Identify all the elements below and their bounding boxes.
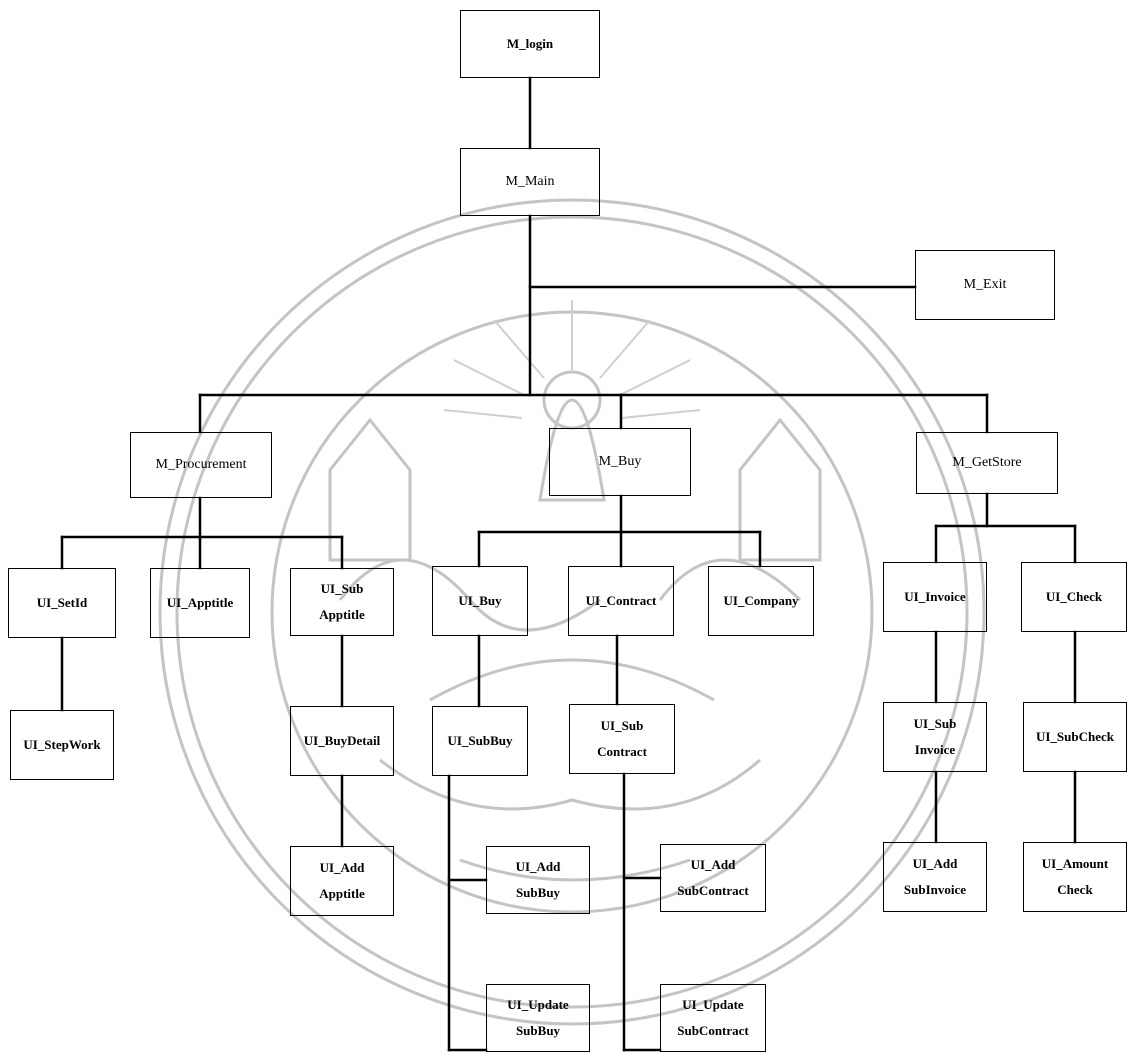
node-ui-amount-check[interactable]: UI_Amount Check [1023, 842, 1127, 912]
node-ui-buy[interactable]: UI_Buy [432, 566, 528, 636]
node-m-login[interactable]: M_login [460, 10, 600, 78]
node-ui-buydetail[interactable]: UI_BuyDetail [290, 706, 394, 776]
node-ui-sub-invoice[interactable]: UI_Sub Invoice [883, 702, 987, 772]
node-m-procurement[interactable]: M_Procurement [130, 432, 272, 498]
node-ui-subbuy[interactable]: UI_SubBuy [432, 706, 528, 776]
node-ui-update-subbuy[interactable]: UI_Update SubBuy [486, 984, 590, 1052]
node-ui-company[interactable]: UI_Company [708, 566, 814, 636]
node-m-exit[interactable]: M_Exit [915, 250, 1055, 320]
node-ui-update-subcontract[interactable]: UI_Update SubContract [660, 984, 766, 1052]
node-ui-contract[interactable]: UI_Contract [568, 566, 674, 636]
node-ui-sub-apptitle[interactable]: UI_Sub Apptitle [290, 568, 394, 636]
node-ui-stepwork[interactable]: UI_StepWork [10, 710, 114, 780]
node-ui-add-apptitle[interactable]: UI_Add Apptitle [290, 846, 394, 916]
node-ui-invoice[interactable]: UI_Invoice [883, 562, 987, 632]
node-m-buy[interactable]: M_Buy [549, 428, 691, 496]
node-m-getstore[interactable]: M_GetStore [916, 432, 1058, 494]
node-ui-add-subbuy[interactable]: UI_Add SubBuy [486, 846, 590, 914]
node-m-main[interactable]: M_Main [460, 148, 600, 216]
node-ui-subcheck[interactable]: UI_SubCheck [1023, 702, 1127, 772]
node-ui-add-subcontract[interactable]: UI_Add SubContract [660, 844, 766, 912]
node-ui-check[interactable]: UI_Check [1021, 562, 1127, 632]
node-ui-apptitle[interactable]: UI_Apptitle [150, 568, 250, 638]
node-ui-setid[interactable]: UI_SetId [8, 568, 116, 638]
node-ui-add-subinvoice[interactable]: UI_Add SubInvoice [883, 842, 987, 912]
node-ui-sub-contract[interactable]: UI_Sub Contract [569, 704, 675, 774]
